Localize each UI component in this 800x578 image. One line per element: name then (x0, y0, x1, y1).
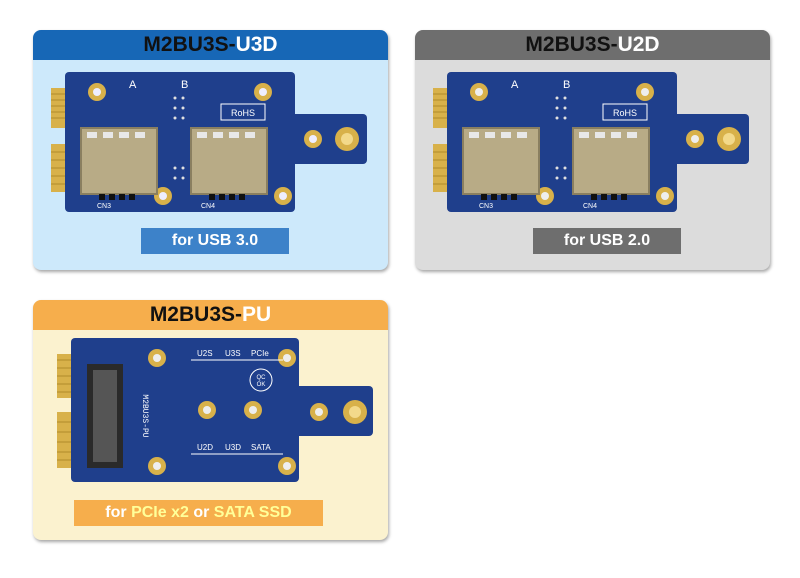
cn4-label: CN4 (583, 203, 597, 210)
label-sata: SATA (251, 443, 271, 452)
usb-version-badge: for USB 2.0 (533, 228, 681, 254)
pcb-image: RoHS A B CN3 CN4 (433, 72, 749, 212)
badge-value-pcie: PCIe x2 (131, 504, 189, 521)
usb-version-badge: for USB 3.0 (141, 228, 289, 254)
card-title: M2BU3S-U2D (415, 30, 770, 60)
slot-b-label: B (563, 79, 570, 91)
title-prefix: M2BU3S- (143, 33, 236, 56)
label-pcie: PCIe (251, 349, 269, 358)
label-u3s: U3S (225, 349, 241, 358)
title-prefix: M2BU3S- (525, 33, 618, 56)
model-silkscreen: M2BU3S-PU (140, 394, 149, 437)
rohs-label: RoHS (613, 108, 637, 118)
title-suffix: PU (242, 303, 272, 326)
badge-value-sata: SATA SSD (213, 504, 292, 521)
cn3-label: CN3 (97, 203, 111, 210)
slot-a-label: A (129, 79, 137, 91)
title-suffix: U3D (235, 33, 278, 56)
cn3-label: CN3 (479, 203, 493, 210)
card-title: M2BU3S-PU (33, 300, 388, 330)
pcb-image: RoHS A B CN3 CN4 (51, 72, 367, 212)
badge-for-text: for (563, 232, 590, 249)
product-card-u3d: M2BU3S-U3D RoHS A B CN3 C (33, 30, 388, 270)
label-u2d: U2D (197, 443, 213, 452)
cn4-label: CN4 (201, 203, 215, 210)
qc-ok-label: OK (257, 382, 266, 388)
badge-value: USB 3.0 (197, 232, 259, 249)
product-card-u2d: M2BU3S-U2D RoHS A B CN3 CN4 for USB 2.0 (415, 30, 770, 270)
badge-for-text: for (105, 504, 132, 521)
label-u2s: U2S (197, 349, 213, 358)
label-u3d: U3D (225, 443, 241, 452)
badge-or-text: or (188, 504, 214, 521)
slot-a-label: A (511, 79, 519, 91)
pcb-image: M2BU3S-PU U2S U3S PCIe QC OK U2D U3D SAT… (57, 338, 373, 482)
card-title: M2BU3S-U3D (33, 30, 388, 60)
product-card-pu: M2BU3S-PU M2BU3S-PU U2S U3S PCIe QC OK (33, 300, 388, 540)
title-prefix: M2BU3S- (149, 303, 242, 326)
badge-for-text: for (171, 232, 198, 249)
rohs-label: RoHS (231, 108, 255, 118)
qc-label: QC (257, 375, 267, 381)
title-suffix: U2D (617, 33, 660, 56)
slot-b-label: B (181, 79, 188, 91)
interface-badge: for PCIe x2 or SATA SSD (74, 500, 323, 526)
badge-value: USB 2.0 (589, 232, 651, 249)
